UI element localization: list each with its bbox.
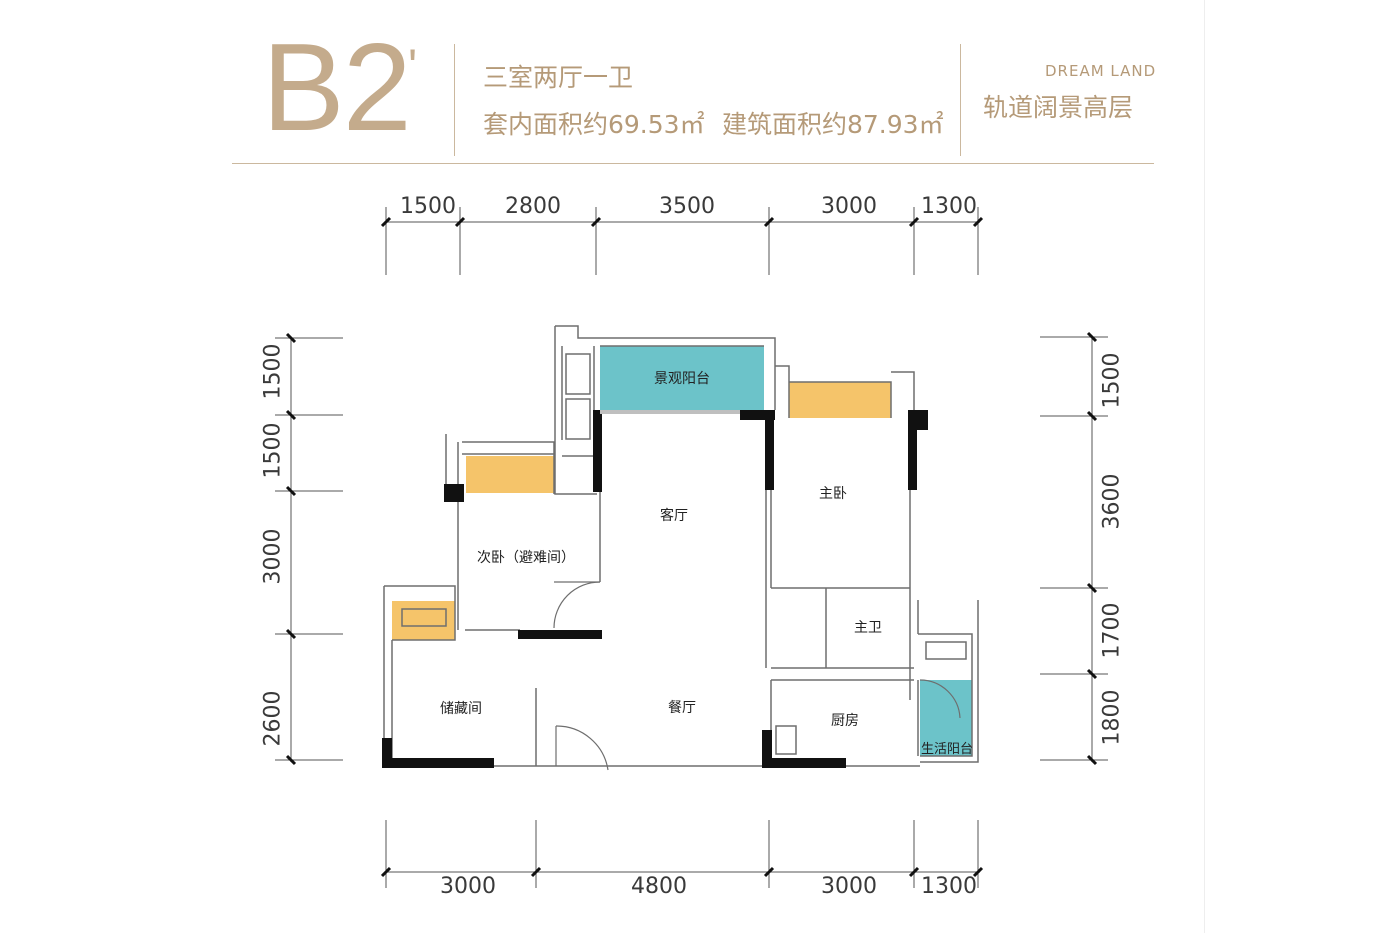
dim-top-4: 3000 xyxy=(821,194,877,219)
master-balcony-fill xyxy=(789,382,891,418)
dim-top-5: 1300 xyxy=(921,194,977,219)
dim-top-2: 2800 xyxy=(505,194,561,219)
room-dining: 餐厅 xyxy=(668,700,696,716)
view-balcony-fill xyxy=(600,346,764,410)
slogan: 轨道阔景高层 xyxy=(983,93,1134,122)
thick-walls xyxy=(382,410,928,768)
dim-bottom-2: 4800 xyxy=(631,874,687,899)
header-divider-left xyxy=(454,44,455,156)
inner-area: 套内面积约69.53㎡ xyxy=(483,110,705,139)
dimension-lines xyxy=(275,207,1108,888)
header-divider-right xyxy=(960,44,961,156)
room-living: 客厅 xyxy=(660,508,688,524)
room-view-balcony: 景观阳台 xyxy=(654,371,710,387)
door-swings xyxy=(553,581,961,771)
room-storage: 储藏间 xyxy=(440,701,482,717)
room-utility-balcony: 生活阳台 xyxy=(921,742,974,757)
room-master-bedroom: 主卧 xyxy=(819,486,847,502)
dim-bottom-3: 3000 xyxy=(821,874,877,899)
room-kitchen: 厨房 xyxy=(831,713,859,729)
unit-code: B2 xyxy=(262,19,412,157)
dimension-ticks xyxy=(285,216,1098,878)
unit-code-prime: ' xyxy=(408,41,418,94)
room-second-bedroom: 次卧（避难间） xyxy=(477,550,575,566)
second-balcony-fill xyxy=(466,456,554,493)
header-underline xyxy=(232,163,1154,164)
building-area: 建筑面积约87.93㎡ xyxy=(722,110,944,139)
dim-bottom-4: 1300 xyxy=(921,874,977,899)
dim-top-3: 3500 xyxy=(659,194,715,219)
living-window xyxy=(600,410,740,414)
dim-top-1: 1500 xyxy=(400,194,456,219)
dim-bottom-1: 3000 xyxy=(440,874,496,899)
layout-type: 三室两厅一卫 xyxy=(483,63,634,92)
brand-english: DREAM LAND xyxy=(1045,62,1157,80)
page-edge-line xyxy=(1204,0,1205,933)
room-master-bath: 主卫 xyxy=(854,620,882,636)
utility-balcony-fill xyxy=(920,680,972,756)
